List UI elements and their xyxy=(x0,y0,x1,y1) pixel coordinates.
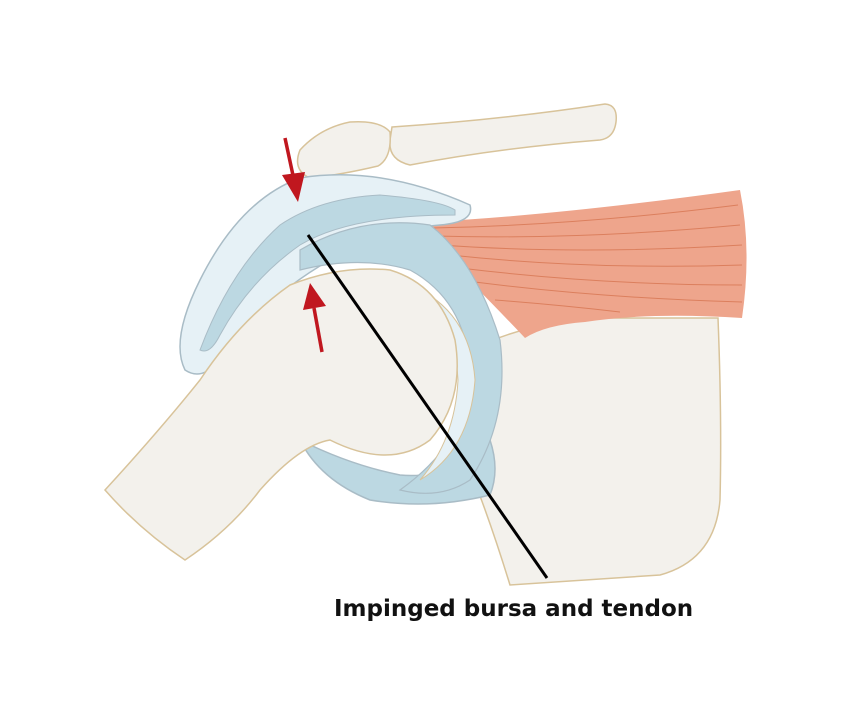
muscle-fibers xyxy=(431,204,743,313)
clavicle xyxy=(389,103,618,166)
tendon-band xyxy=(299,222,503,494)
leader-line xyxy=(306,234,549,579)
downward-arrow-icon xyxy=(282,137,305,202)
humerus xyxy=(103,268,458,561)
upward-arrow-icon xyxy=(303,283,326,353)
acromion xyxy=(296,120,391,179)
diagram-label: Impinged bursa and tendon xyxy=(334,596,694,622)
subacromial-bursa-inner xyxy=(199,194,456,352)
